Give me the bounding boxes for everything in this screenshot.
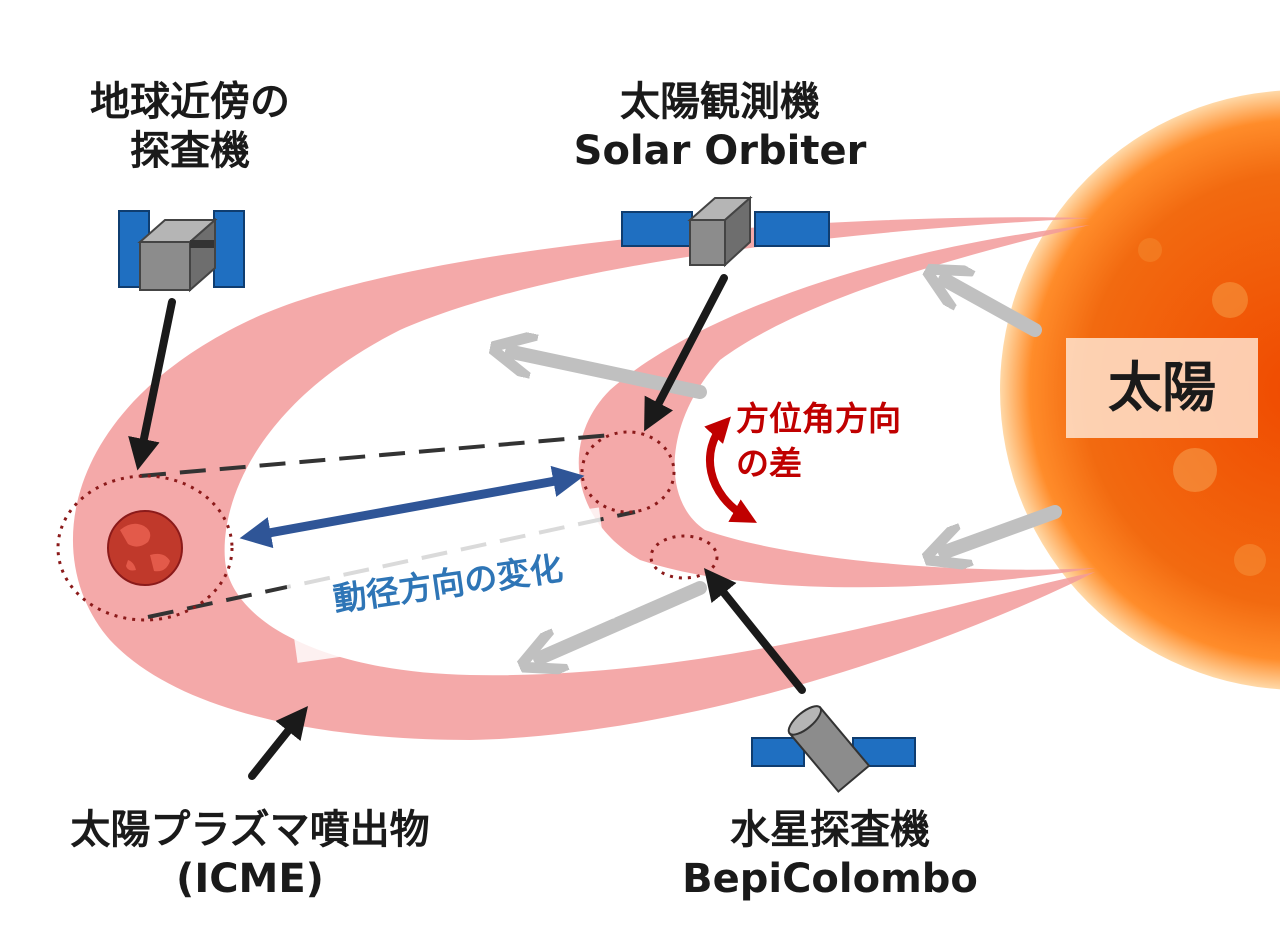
earth-probe-label: 地球近傍の 探査機 bbox=[40, 78, 340, 176]
solar-orbiter-label-line1: 太陽観測機 bbox=[560, 78, 880, 127]
azimuthal-difference-label-line2: の差 bbox=[736, 442, 996, 487]
sun-label: 太陽 bbox=[1066, 338, 1258, 438]
earth-icon bbox=[108, 511, 182, 585]
satellite-cylinder-icon bbox=[752, 701, 915, 791]
azimuthal-difference-label-line1: 方位角方向 bbox=[736, 397, 996, 442]
icme-label-line1: 太陽プラズマ噴出物 bbox=[20, 806, 480, 855]
pointer-icme bbox=[252, 716, 300, 776]
satellite-box-icon bbox=[119, 211, 244, 290]
icme-label: 太陽プラズマ噴出物 (ICME) bbox=[20, 806, 480, 904]
azimuthal-difference-label: 方位角方向 の差 bbox=[736, 397, 996, 486]
earth-probe-label-line2: 探査機 bbox=[40, 127, 340, 176]
icme-label-line2: (ICME) bbox=[20, 855, 480, 904]
bepicolombo-label-line2: BepiColombo bbox=[640, 855, 1020, 904]
solar-orbiter-label: 太陽観測機 Solar Orbiter bbox=[560, 78, 880, 176]
bepicolombo-label: 水星探査機 BepiColombo bbox=[640, 806, 1020, 904]
bepicolombo-label-line1: 水星探査機 bbox=[640, 806, 1020, 855]
solar-orbiter-label-line2: Solar Orbiter bbox=[560, 127, 880, 176]
earth-probe-label-line1: 地球近傍の bbox=[40, 78, 340, 127]
